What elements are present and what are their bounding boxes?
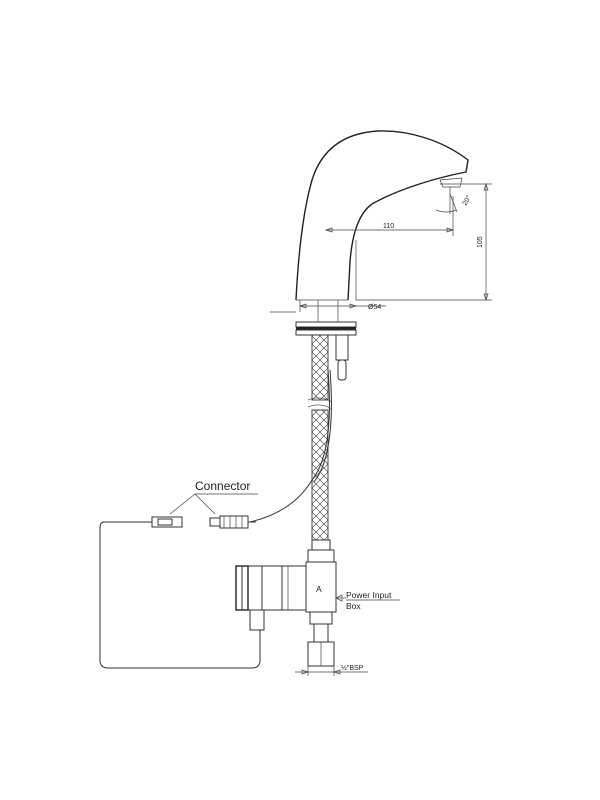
- deck-mount: [270, 299, 357, 381]
- dimension-105-text: 105: [477, 236, 484, 248]
- valve-fittings: A: [305, 539, 337, 667]
- dimension-spout-reach: 110: [324, 196, 455, 236]
- dimension-110-text: 110: [383, 223, 394, 230]
- valve-marking: A: [316, 584, 322, 594]
- power-input-callout: Power Input Box: [335, 590, 400, 611]
- dimension-height: 105: [356, 182, 492, 302]
- braided-hose: [307, 334, 333, 541]
- dimension-angle: 20°: [435, 194, 473, 214]
- sensor-cable: [249, 369, 332, 523]
- dimension-base-diameter: Ø54: [298, 300, 386, 312]
- dimension-thread: ½"BSP: [295, 664, 368, 676]
- connector-label: Connector: [195, 479, 250, 493]
- thread-label: ½"BSP: [341, 664, 364, 672]
- power-input-label-line2: Box: [346, 601, 361, 611]
- dimension-angle-text: 20°: [461, 194, 473, 207]
- power-input-label-line1: Power Input: [346, 590, 392, 600]
- faucet-body: [295, 130, 469, 301]
- solenoid-box: [235, 565, 307, 631]
- connector-assembly: [99, 515, 261, 669]
- dimension-diameter-text: Ø54: [368, 304, 381, 311]
- connector-callout: Connector: [169, 479, 258, 515]
